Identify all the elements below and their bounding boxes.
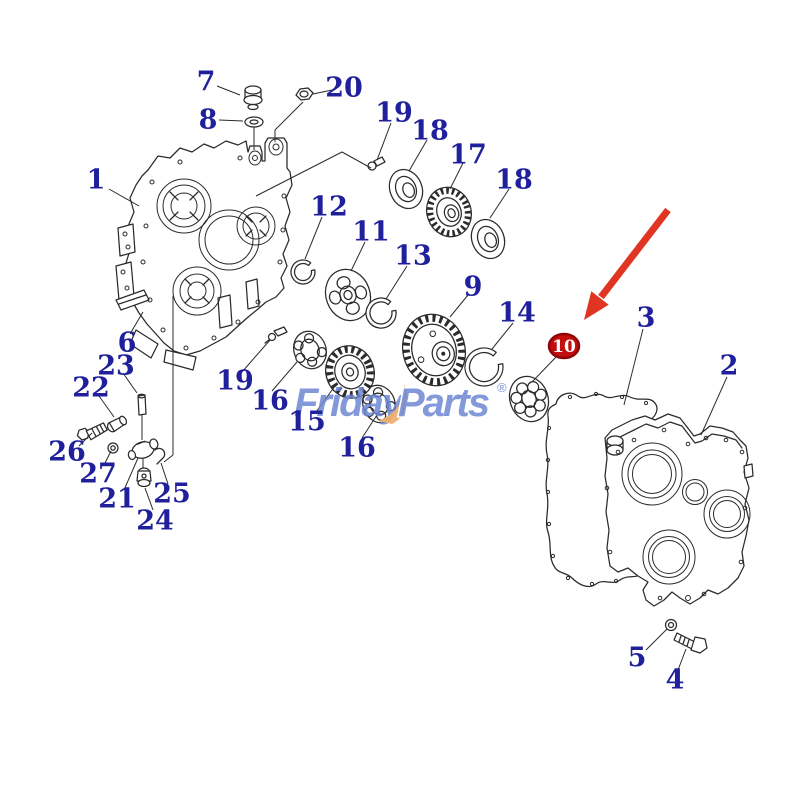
part-label-6: 6 <box>118 328 137 359</box>
part-label-3: 3 <box>637 303 656 334</box>
part-label-23: 23 <box>97 351 135 382</box>
part-label-18: 18 <box>495 165 533 196</box>
part-label-7: 7 <box>197 67 216 98</box>
part-label-1: 1 <box>87 165 106 196</box>
part-label-5: 5 <box>628 643 647 674</box>
bolt-part-26 <box>76 422 108 441</box>
part-label-9: 9 <box>464 272 483 303</box>
part-label-26: 26 <box>48 437 86 468</box>
washer-part-8 <box>244 116 264 150</box>
part-label-25: 25 <box>153 479 191 510</box>
part-label-11: 11 <box>352 217 390 248</box>
bearing-part-16a <box>292 330 328 370</box>
bearing-part-16b <box>361 384 397 424</box>
highlight-badge-10: 10 <box>547 332 581 360</box>
part-label-13: 13 <box>394 241 432 272</box>
part-label-16: 16 <box>251 386 289 417</box>
pin-part-23 <box>137 393 147 440</box>
part-label-21: 21 <box>98 484 136 515</box>
coupling-part-11 <box>324 268 372 322</box>
part-label-15: 15 <box>288 407 326 438</box>
clip-part-25 <box>154 447 166 465</box>
part-label-17: 17 <box>449 140 487 171</box>
nut-part-20 <box>274 87 314 142</box>
part-label-4: 4 <box>666 665 685 696</box>
fitting-part-19-lower <box>264 326 288 344</box>
part-label-19: 19 <box>375 98 413 129</box>
part-label-8: 8 <box>199 105 218 136</box>
fitting-part-19-top <box>255 151 386 197</box>
bearing-part-17 <box>426 186 472 238</box>
red-pointer-arrow <box>584 207 671 320</box>
bearing-part-10 <box>508 375 550 423</box>
valve-assembly <box>76 296 174 488</box>
gear-part-9 <box>402 313 466 387</box>
cover-part-2 <box>604 413 754 607</box>
part-label-14: 14 <box>498 298 536 329</box>
part-label-20: 20 <box>325 73 363 104</box>
part-label-16: 16 <box>338 433 376 464</box>
snap-ring-part-14 <box>464 347 504 387</box>
watermark-registered: ® <box>497 380 507 395</box>
part-label-24: 24 <box>136 506 174 537</box>
plug-part-7 <box>243 85 263 111</box>
housing-part-1 <box>115 137 293 371</box>
valve-body-part-21 <box>127 438 159 461</box>
snap-ring-part-12 <box>290 259 316 285</box>
gear-part-15 <box>325 345 375 399</box>
watermark-word2: Parts <box>398 381 489 425</box>
part-label-27: 27 <box>79 459 117 490</box>
part-label-2: 2 <box>720 351 739 382</box>
watermark-swoosh <box>378 384 408 424</box>
part-label-12: 12 <box>310 192 348 223</box>
snap-ring-part-13 <box>365 297 397 329</box>
plug-part-22 <box>106 415 128 433</box>
part-label-19: 19 <box>216 366 254 397</box>
highlight-badge-number: 10 <box>552 337 576 357</box>
part-label-18: 18 <box>411 116 449 147</box>
fitting-part-24 <box>136 458 152 488</box>
part-label-22: 22 <box>72 373 110 404</box>
washer-part-27 <box>107 442 119 454</box>
bearing-part-18a <box>388 168 424 210</box>
washer-part-5 <box>664 618 678 632</box>
watermark-logo: Friday Parts ® <box>294 380 507 427</box>
bolt-part-4 <box>673 632 708 654</box>
leader-lines <box>78 85 728 671</box>
bearing-part-18b <box>470 218 506 260</box>
